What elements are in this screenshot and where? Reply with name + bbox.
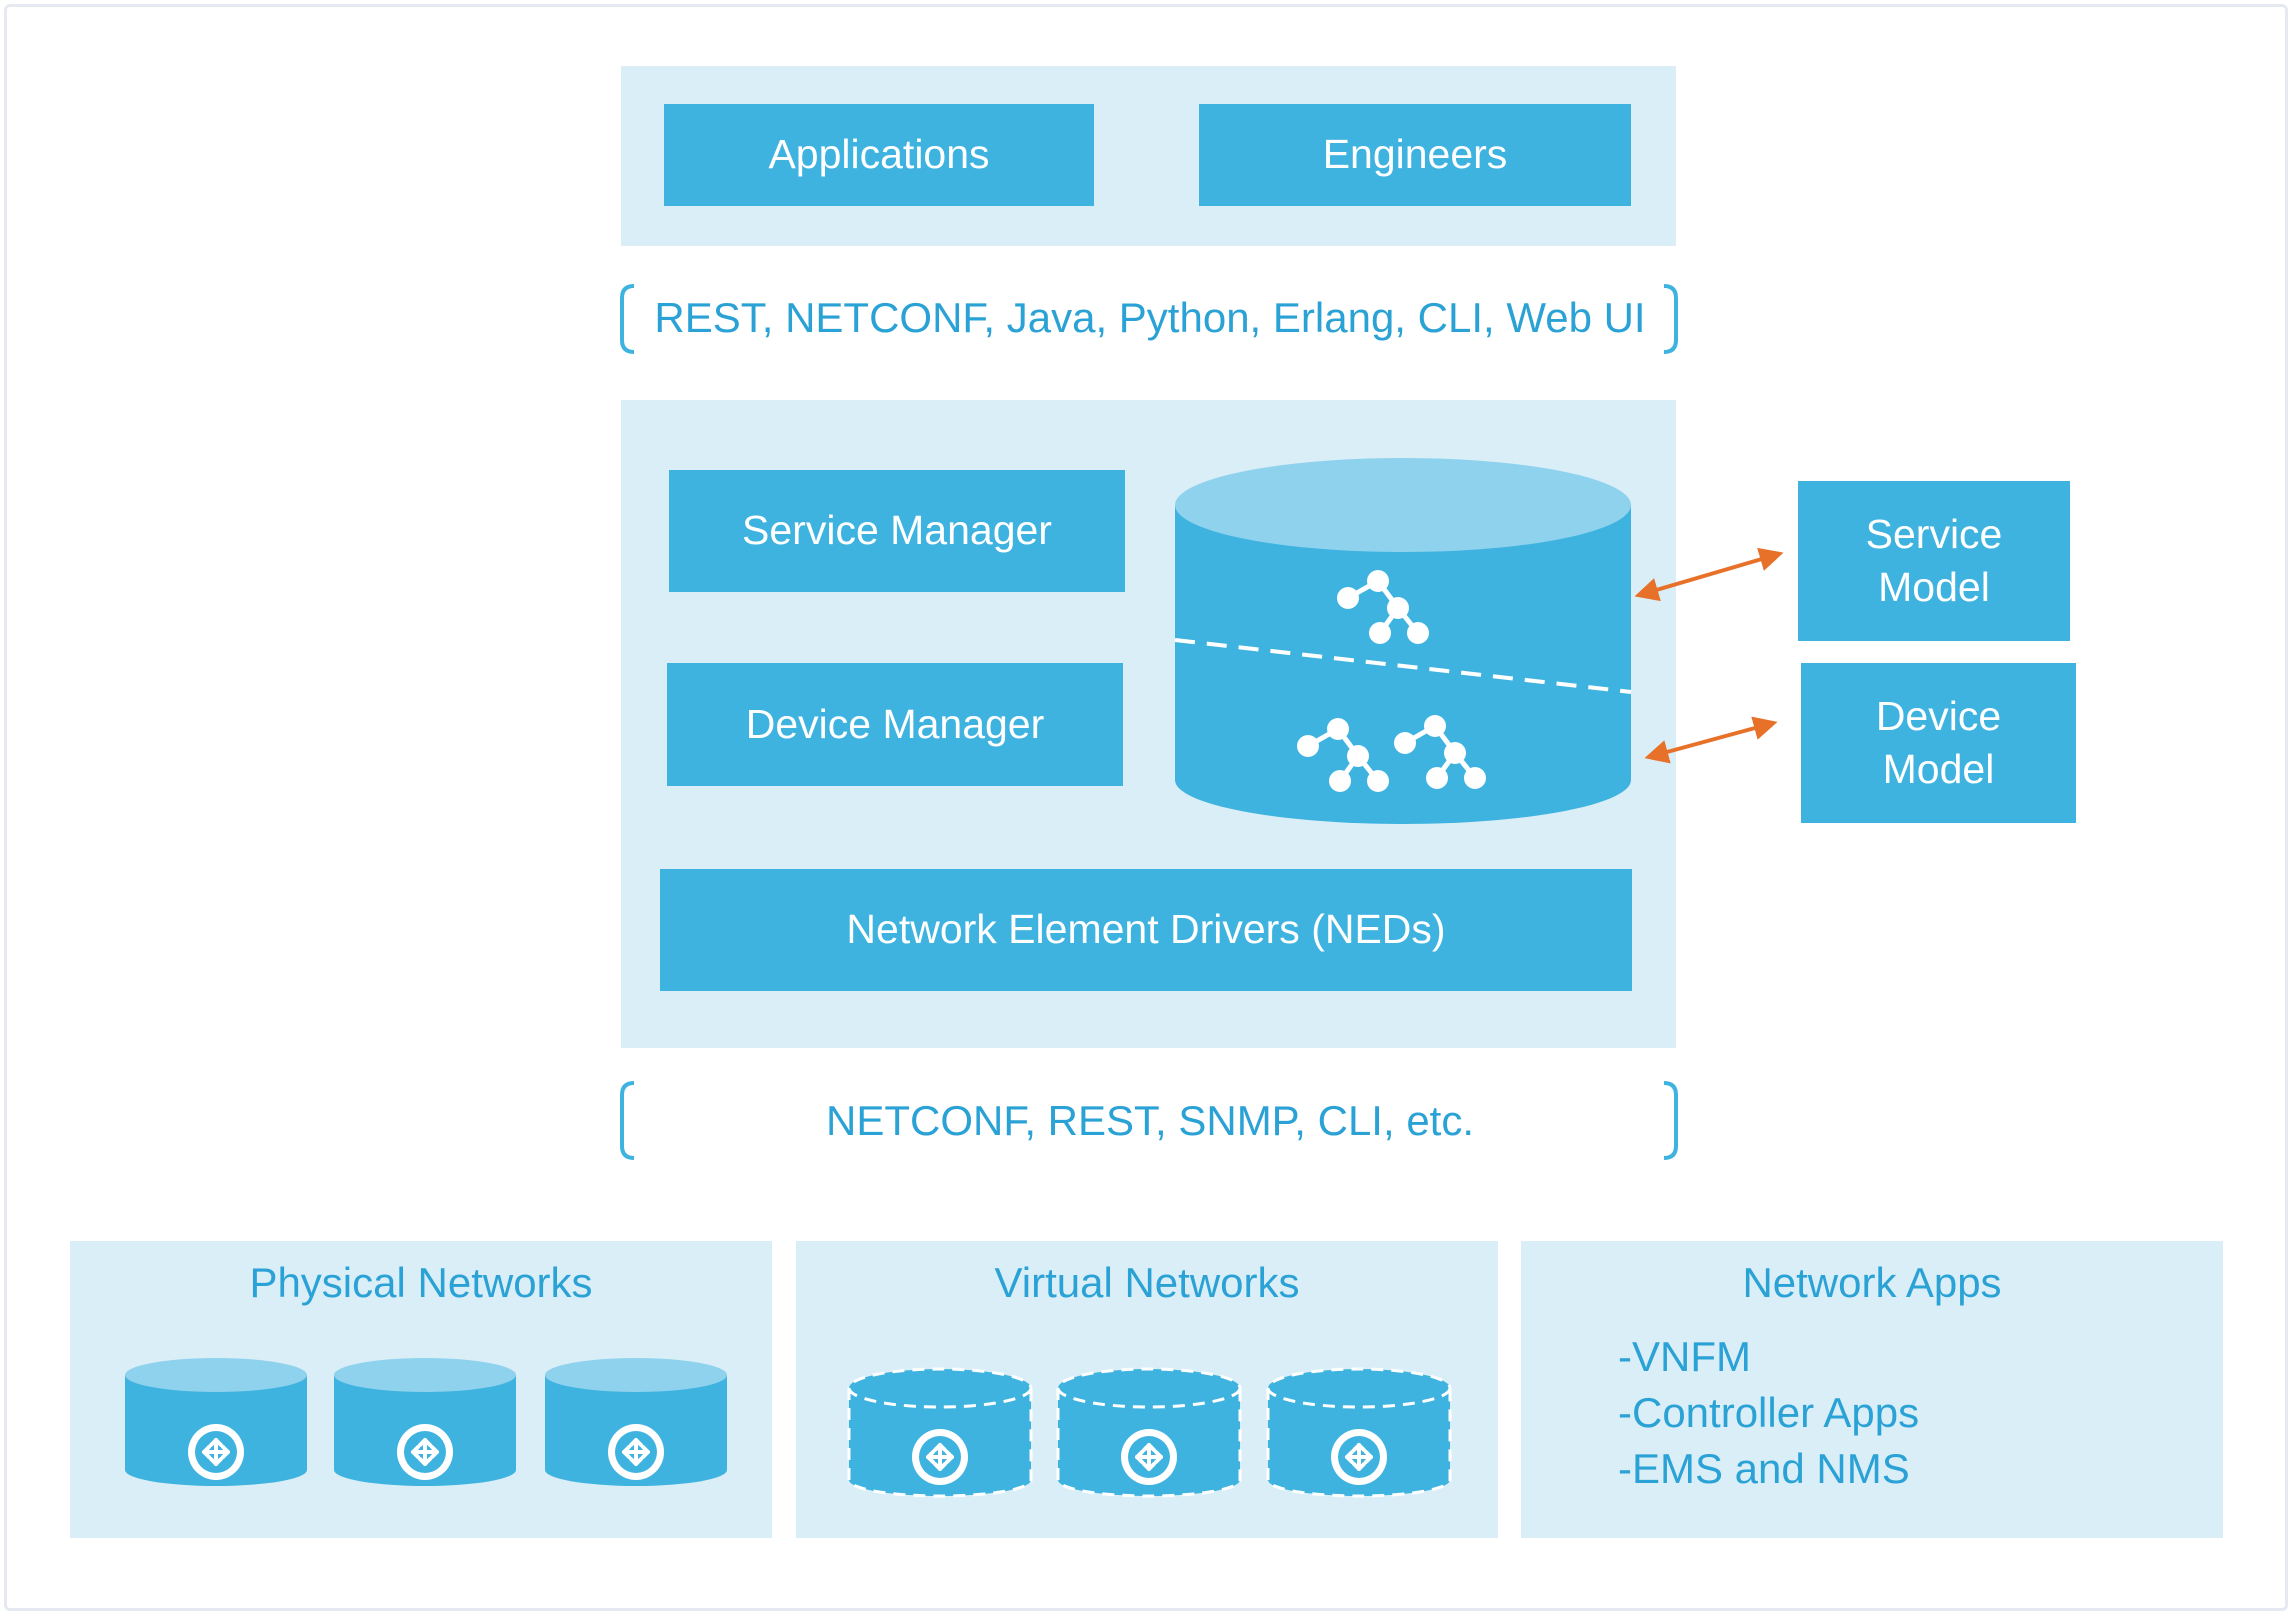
- network-apps-title: Network Apps: [1742, 1259, 2002, 1306]
- router-icon: [910, 1427, 970, 1487]
- device-model-line1: Device: [1875, 692, 2002, 739]
- physical-device-1: [125, 1358, 307, 1486]
- diagram-frame: [4, 4, 2288, 1611]
- applications-box: Applications: [664, 104, 1094, 206]
- network-app-item: -VNFM: [1618, 1333, 1751, 1380]
- service-model-note: Service Model: [1798, 481, 2070, 641]
- physical-networks-title: Physical Networks: [249, 1259, 593, 1306]
- device-model-fold: [2053, 795, 2076, 823]
- router-icon: [186, 1422, 246, 1482]
- router-icon: [1329, 1427, 1389, 1487]
- applications-label: Applications: [768, 131, 990, 178]
- device-model-line2: Model: [1882, 746, 1995, 792]
- virtual-device-1: [847, 1367, 1033, 1498]
- engineers-label: Engineers: [1322, 131, 1508, 178]
- virtual-device-3: [1266, 1367, 1452, 1498]
- router-icon: [395, 1422, 455, 1482]
- network-apps-list: -VNFM -Controller Apps -EMS and NMS: [1618, 1329, 1919, 1497]
- north-protocols-text: REST, NETCONF, Java, Python, Erlang, CLI…: [654, 294, 1646, 341]
- ned-box: Network Element Drivers (NEDs): [660, 869, 1632, 991]
- service-model-line1: Service: [1865, 510, 2003, 557]
- virtual-device-2: [1056, 1367, 1242, 1498]
- database-cylinder: [1174, 458, 1632, 824]
- network-app-item: -EMS and NMS: [1618, 1445, 1910, 1492]
- device-manager-label: Device Manager: [745, 700, 1045, 747]
- virtual-networks-title: Virtual Networks: [994, 1259, 1300, 1306]
- network-app-item: -Controller Apps: [1618, 1389, 1920, 1436]
- service-manager-label: Service Manager: [742, 507, 1052, 554]
- engineers-box: Engineers: [1199, 104, 1631, 206]
- south-right-bracket: [1663, 1081, 1678, 1160]
- south-left-bracket: [620, 1081, 635, 1160]
- device-model-note: Device Model: [1801, 663, 2076, 823]
- physical-device-3: [545, 1358, 727, 1486]
- service-model-fold: [2048, 613, 2070, 641]
- physical-device-2: [334, 1358, 516, 1486]
- router-icon: [1119, 1427, 1179, 1487]
- south-protocols-text: NETCONF, REST, SNMP, CLI, etc.: [825, 1097, 1475, 1144]
- device-model-arrow: [1644, 716, 1778, 764]
- device-manager-box: Device Manager: [667, 663, 1123, 786]
- router-icon: [606, 1422, 666, 1482]
- network-apps-panel: Network Apps -VNFM -Controller Apps -EMS…: [1521, 1241, 2223, 1538]
- service-manager-box: Service Manager: [669, 470, 1125, 592]
- north-left-bracket: [620, 284, 635, 354]
- service-model-line2: Model: [1878, 564, 1990, 610]
- schema-divider: [1174, 638, 1632, 694]
- ned-label: Network Element Drivers (NEDs): [846, 906, 1446, 953]
- north-right-bracket: [1663, 284, 1678, 354]
- service-model-arrow: [1634, 547, 1784, 602]
